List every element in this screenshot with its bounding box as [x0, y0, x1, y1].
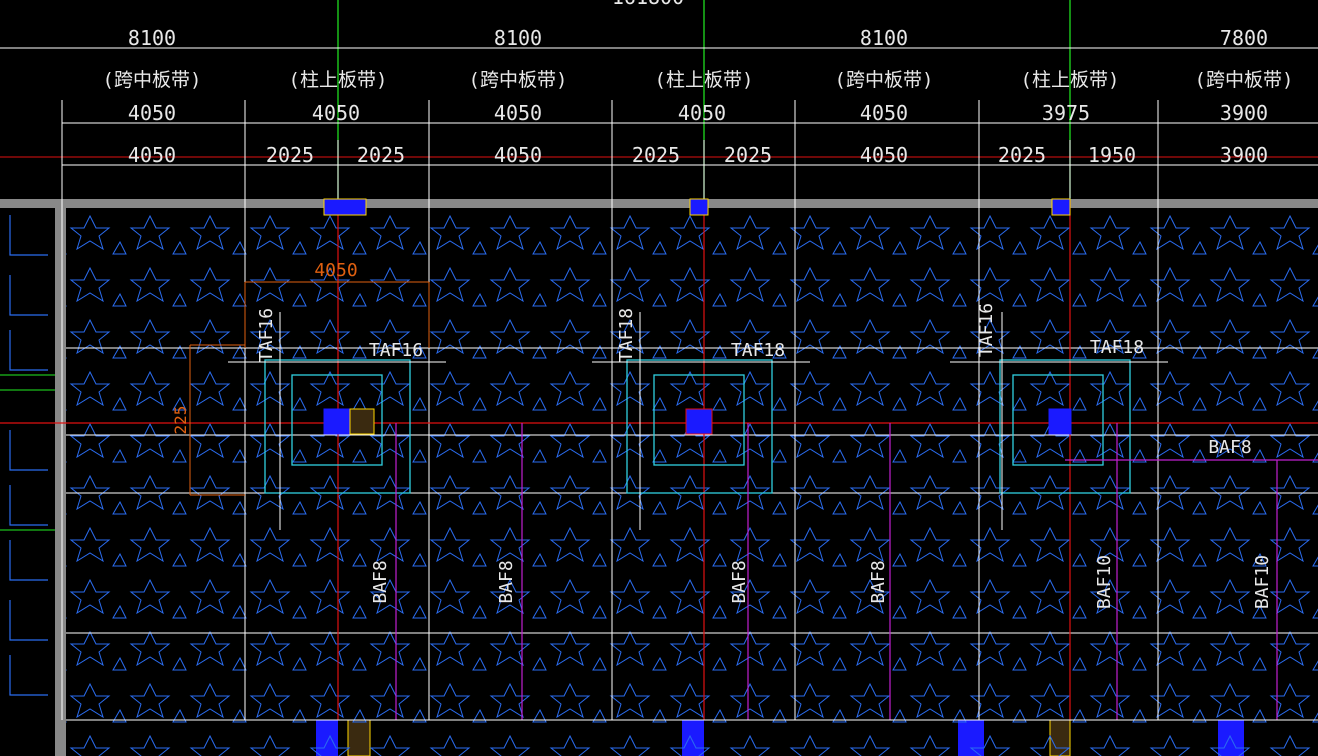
sub-width-4: 4050 — [494, 143, 542, 167]
sub-width-1: 4050 — [128, 143, 176, 167]
strip-width-4: 4050 — [678, 101, 726, 125]
strip-label-4: (柱上板带) — [655, 69, 754, 91]
sub-width-2: 2025 — [266, 143, 314, 167]
bottom-rebar-label-3: BAF8 — [729, 560, 750, 603]
strip-label-1: (跨中板带) — [103, 69, 202, 91]
annotation-width-text: 4050 — [314, 260, 357, 281]
horizontal-bottom-rebar-label: BAF8 — [1208, 437, 1251, 458]
top-rebar-horizontal-3: TAF18 — [1090, 337, 1144, 358]
top-rebar-vertical-1: TAF16 — [256, 308, 277, 362]
left-wall-segments[interactable] — [9, 215, 48, 696]
bay-dim-1: 8100 — [128, 26, 176, 50]
top-rebar-horizontal-2: TAF18 — [731, 340, 785, 361]
slab-edge-top[interactable] — [0, 199, 1318, 208]
slab-edge-left[interactable] — [55, 199, 66, 756]
top-rebar-arrows[interactable] — [228, 312, 1168, 530]
left-green-lines[interactable] — [0, 374, 55, 531]
strip-width-5: 4050 — [860, 101, 908, 125]
dimension-lines[interactable] — [0, 47, 1318, 166]
total-dimension-text: 161800 — [612, 0, 684, 9]
bay-dim-3: 8100 — [860, 26, 908, 50]
strip-width-6: 3975 — [1042, 101, 1090, 125]
bottom-rebar-label-1: BAF8 — [370, 560, 391, 603]
sub-width-9: 1950 — [1088, 143, 1136, 167]
sub-width-5: 2025 — [632, 143, 680, 167]
strip-boundary-lines[interactable] — [61, 100, 1159, 720]
bottom-rebar-label-5: BAF10 — [1094, 555, 1115, 609]
sub-width-6: 2025 — [724, 143, 772, 167]
bottom-rebar-label-4: BAF8 — [868, 560, 889, 603]
strip-label-2: (柱上板带) — [289, 69, 388, 91]
strip-label-5: (跨中板带) — [835, 69, 934, 91]
annotation-height-text: 225 — [171, 406, 190, 435]
strip-width-2: 4050 — [312, 101, 360, 125]
sub-width-7: 4050 — [860, 143, 908, 167]
bottom-rebar-lines[interactable] — [395, 423, 1318, 720]
top-rebar-horizontal-1: TAF16 — [369, 340, 423, 361]
bottom-rebar-label-6: BAF10 — [1252, 555, 1273, 609]
bay-dim-2: 8100 — [494, 26, 542, 50]
sub-width-8: 2025 — [998, 143, 1046, 167]
red-axis-lines[interactable] — [0, 200, 1318, 720]
bay-dim-4: 7800 — [1220, 26, 1268, 50]
top-rebar-vertical-2: TAF18 — [616, 308, 637, 362]
strip-width-7: 3900 — [1220, 101, 1268, 125]
top-rebar-vertical-3: TAF16 — [976, 303, 997, 357]
slab-hatch-area[interactable] — [66, 208, 1318, 720]
bottom-slab-strip[interactable] — [66, 719, 1318, 756]
orange-annotation[interactable] — [189, 281, 430, 496]
bottom-rebar-label-2: BAF8 — [496, 560, 517, 603]
strip-width-1: 4050 — [128, 101, 176, 125]
strip-label-3: (跨中板带) — [469, 69, 568, 91]
sub-width-10: 3900 — [1220, 143, 1268, 167]
sub-width-3: 2025 — [357, 143, 405, 167]
strip-label-6: (柱上板带) — [1021, 69, 1120, 91]
strip-label-7: (跨中板带) — [1195, 69, 1294, 91]
strip-width-3: 4050 — [494, 101, 542, 125]
drop-panels[interactable] — [264, 359, 1131, 494]
